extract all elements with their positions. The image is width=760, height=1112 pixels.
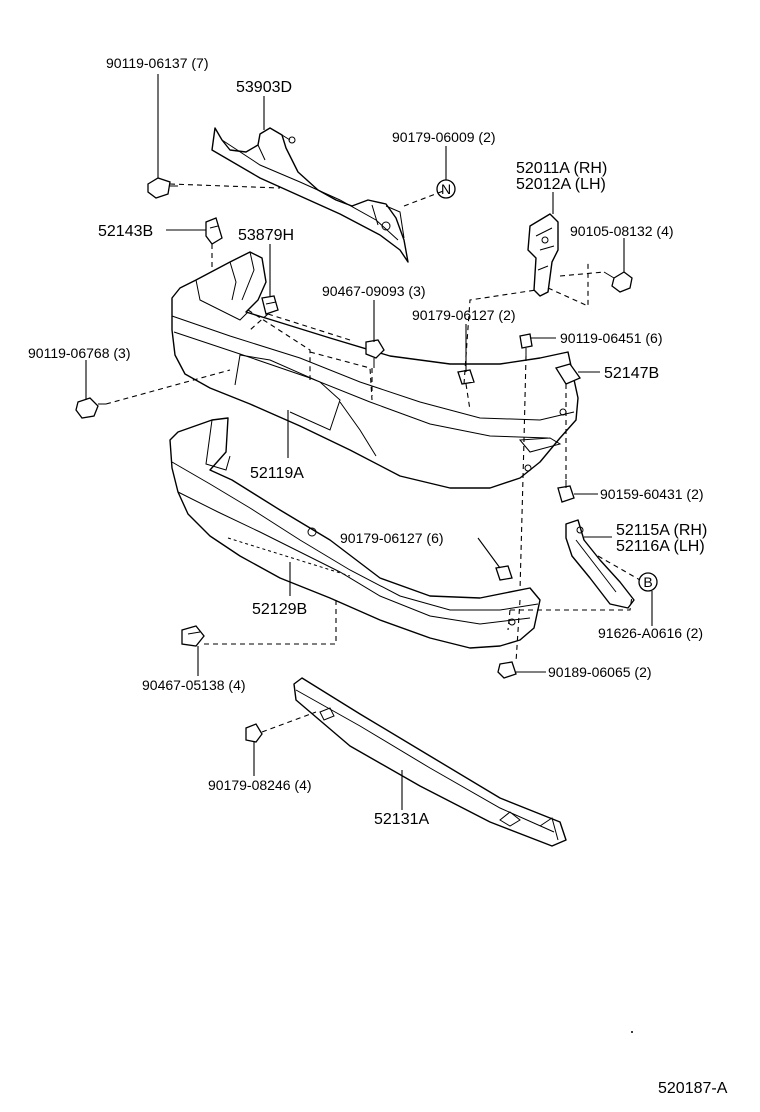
diagram-code: 520187-A: [658, 1080, 728, 1097]
clip-90467-09093: [365, 339, 385, 368]
bracket-52011a: [527, 213, 559, 297]
label-90105-08132: 90105-08132 (4): [570, 223, 674, 239]
label-53903d: 53903D: [236, 79, 292, 96]
bolt-90119-06768: [75, 397, 106, 419]
b-marker: B: [638, 572, 658, 592]
label-53879h: 53879H: [238, 227, 294, 244]
label-90179-06127-2: 90179-06127 (2): [412, 307, 516, 323]
leader-lines: [85, 74, 653, 810]
label-52011a: 52011A (RH): [516, 160, 607, 177]
label-52147b: 52147B: [604, 365, 659, 382]
clip-52147b: [554, 363, 581, 385]
label-52129b: 52129B: [252, 601, 307, 618]
label-90119-06451: 90119-06451 (6): [560, 330, 662, 346]
n-marker-label: N: [441, 181, 451, 197]
label-90179-06127-6: 90179-06127 (6): [340, 530, 444, 546]
clip-53879h: [261, 295, 279, 315]
nut-90189-06065: [497, 661, 517, 679]
label-90467-05138: 90467-05138 (4): [142, 677, 246, 693]
label-90467-09093: 90467-09093 (3): [322, 283, 426, 299]
bolt-90105-08132: [603, 271, 633, 293]
clip-90179-06127-a: [457, 369, 475, 385]
retainer-53903d: [211, 127, 409, 263]
label-52119a: 52119A: [250, 465, 304, 482]
label-90179-08246: 90179-08246 (4): [208, 777, 312, 793]
label-90179-06009: 90179-06009 (2): [392, 129, 496, 145]
label-52143b: 52143B: [98, 223, 153, 240]
clip-90467-05138: [181, 625, 205, 647]
nut-90179-08246: [245, 723, 263, 743]
screw-90119-06451: [519, 333, 533, 356]
label-91626-a0616: 91626-A0616 (2): [598, 625, 703, 641]
clip-52143b: [205, 217, 223, 245]
clip-90179-06127-b: [495, 565, 513, 581]
nut-n-marker: N: [436, 179, 456, 199]
bolt-90119-06137: [147, 177, 178, 199]
bumper-lower-52129b: [169, 417, 541, 649]
label-52131a: 52131A: [374, 811, 429, 828]
label-90159-60431: 90159-60431 (2): [600, 486, 704, 502]
assembly-dashed-lines: [105, 183, 641, 733]
b-marker-label: B: [643, 574, 652, 590]
label-90119-06137: 90119-06137 (7): [106, 55, 208, 71]
speck-dot: [631, 1031, 633, 1033]
label-52012a: 52012A (LH): [516, 176, 606, 193]
label-90119-06768: 90119-06768 (3): [28, 345, 130, 361]
label-52115a: 52115A (RH): [616, 522, 707, 539]
label-90189-06065: 90189-06065 (2): [548, 664, 652, 680]
reinforcement-52131a: [293, 677, 567, 847]
label-52116a: 52116A (LH): [616, 538, 705, 555]
part-labels: 90119-06137 (7) 53903D 90179-06009 (2) 5…: [28, 55, 707, 828]
screw-90159-60431: [557, 480, 575, 503]
